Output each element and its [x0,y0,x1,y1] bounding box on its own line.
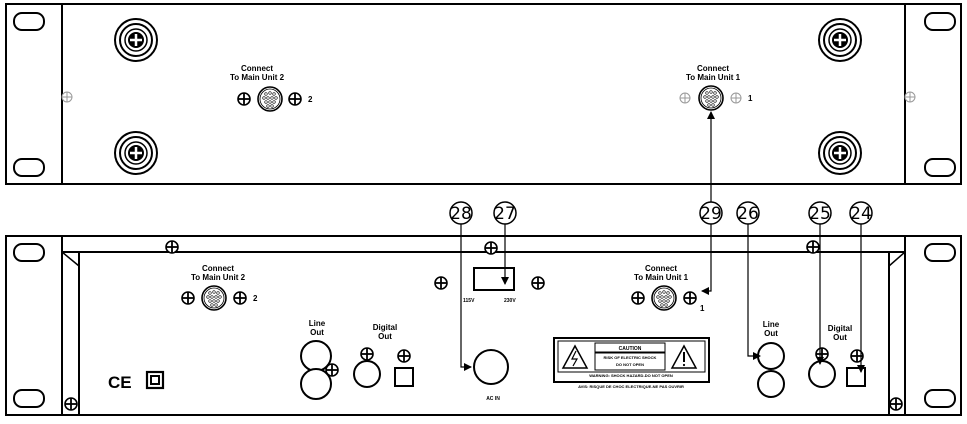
callout-29: 29 [699,111,723,295]
caution-avis-text: AVIS: RISQUE DE CHOC ELECTRIQUE-NE PAS O… [578,384,684,389]
left-line-out-label-line1: Line [309,319,326,328]
right-line-out-jack-upper[interactable] [757,342,785,370]
bottom-connect1-label-line2: To Main Unit 1 [634,273,689,282]
bottom-connect2-label-line1: Connect [202,264,234,273]
top-right-mounting-slot-lower [924,158,956,177]
bottom-connect2-label-line2: To Main Unit 2 [191,273,246,282]
screw-icon [889,397,903,411]
screw-icon [531,276,545,290]
right-digital-out-label-line1: Digital [828,324,852,333]
lightning-warning-icon [561,344,589,369]
screw-icon [288,92,302,106]
left-line-out-label-line2: Out [310,328,324,337]
callout-27-number: 27 [494,204,516,224]
bottom-left-mounting-slot [13,243,45,262]
voltage-selector-switch[interactable] [473,267,515,291]
screw-icon [325,363,339,377]
top-foot-icon [113,17,159,63]
screw-icon [165,240,179,254]
bottom-right-mounting-slot-lower [924,389,956,408]
right-coaxial-out-jack[interactable] [808,360,836,388]
callout-26-number: 26 [737,204,759,224]
callout-26: 26 [736,201,761,360]
bottom-connect2-index: 2 [253,294,258,303]
top-unit: Connect To Main Unit 2 2 Connect To Main… [5,3,962,185]
caution-label: CAUTION RISK OF ELECTRIC SHOCK DO NOT OP… [553,337,710,389]
double-insulation-icon [145,370,165,390]
voltage-115-label: 115V [463,298,475,304]
bottom-connect1-label-line1: Connect [645,264,677,273]
din-connector-icon[interactable] [257,86,283,112]
screw-icon [181,291,195,305]
right-line-out-jack-lower[interactable] [757,370,785,398]
top-left-mounting-slot-lower [13,158,45,177]
right-digital-out-label-line2: Out [833,333,847,342]
callout-28-number: 28 [450,204,472,224]
top-foot-icon [817,130,863,176]
top-connect1-label-line2: To Main Unit 1 [686,73,741,82]
screw-icon [730,92,742,104]
screw-icon [679,92,691,104]
din-connector-icon[interactable] [698,85,724,111]
callout-24: 24 [849,201,873,373]
right-line-out-label-line2: Out [764,329,778,338]
top-right-mounting-slot [924,12,956,31]
left-digital-out-label-line1: Digital [373,323,397,332]
bottom-right-mounting-slot [924,243,956,262]
screw-icon [64,397,78,411]
bottom-left-mounting-slot-lower [13,389,45,408]
left-digital-out-label-line2: Out [378,332,392,341]
left-line-out-jack-lower[interactable] [300,368,332,400]
ac-in-label: AC IN [486,396,500,402]
screw-icon [360,347,374,361]
bottom-connect1-index: 1 [700,304,705,313]
screw-icon [806,240,820,254]
callout-24-number: 24 [850,204,872,224]
top-foot-icon [817,17,863,63]
top-connect1-label-line1: Connect [697,64,729,73]
callout-25: 25 [808,201,832,365]
right-optical-out-port[interactable] [846,367,866,387]
left-optical-out-port[interactable] [394,367,414,387]
screw-icon [233,291,247,305]
screw-icon [237,92,251,106]
din-connector-icon[interactable] [651,285,677,311]
ac-in-socket[interactable] [473,349,509,385]
top-connect1-index: 1 [748,94,753,103]
callout-28: 28 [449,201,473,371]
right-line-out-label-line1: Line [763,320,780,329]
bottom-unit: Connect To Main Unit 2 2 115V 230V Conne… [5,235,962,416]
top-panel-body [61,3,906,185]
left-coaxial-out-jack[interactable] [353,360,381,388]
caution-warning-text: WARNING: SHOCK HAZARD-DO NOT OPEN [589,373,673,378]
top-connect2-label-line1: Connect [241,64,273,73]
screw-icon [397,349,411,363]
top-connect2-index: 2 [308,95,313,104]
screw-icon [815,347,829,361]
screw-icon [484,241,498,255]
top-side-screw-icon [904,91,916,103]
callout-29-number: 29 [700,204,722,224]
top-connect2-label-line2: To Main Unit 2 [230,73,285,82]
top-left-mounting-slot [13,12,45,31]
ce-mark: CE [108,373,132,392]
top-foot-icon [113,130,159,176]
screw-icon [434,276,448,290]
caution-sub1: RISK OF ELECTRIC SHOCK [604,355,657,360]
screw-icon [683,291,697,305]
callout-27: 27 [493,201,517,285]
caution-sub2: DO NOT OPEN [616,362,644,367]
top-side-screw-icon [61,91,73,103]
voltage-230-label: 230V [504,298,516,304]
caution-title: CAUTION [619,346,642,352]
screw-icon [631,291,645,305]
callout-25-number: 25 [809,204,831,224]
callouts: 28 27 29 26 25 24 [449,111,873,373]
din-connector-icon[interactable] [201,285,227,311]
